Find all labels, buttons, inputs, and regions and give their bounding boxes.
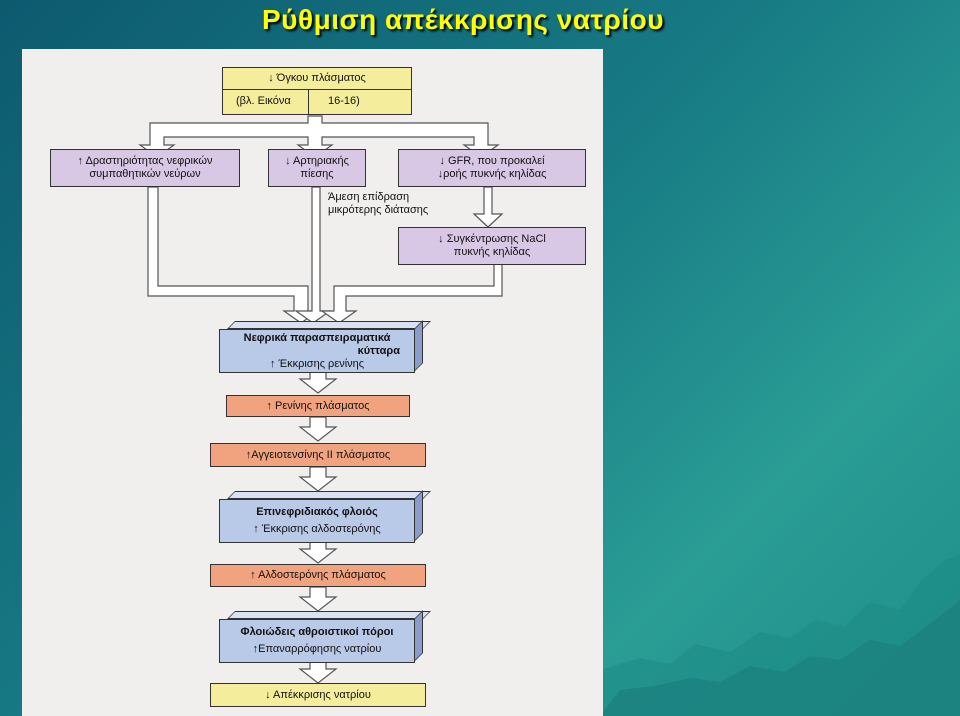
up-arrow-icon: ↑ xyxy=(269,357,276,370)
arterial-pressure-line1: Αρτηριακής xyxy=(293,155,349,167)
nacl-line1: Συγκέντρωσης NaCl xyxy=(446,233,546,245)
sodium-excretion-box: ↓ Απέκκρισης νατρίου xyxy=(210,683,426,707)
cortical-collecting-ducts-box: Φλοιώδεις αθροιστικοί πόροι ↑Επαναρρόφησ… xyxy=(219,619,415,663)
gfr-line2: ροής πυκνής κηλίδας xyxy=(443,168,547,180)
plasma-aldosterone-label: Αλδοστερόνης πλάσματος xyxy=(258,569,386,581)
nacl-concentration-box: ↓ Συγκέντρωσης NaCl πυκνής κηλίδας xyxy=(398,227,586,265)
juxtaglomerular-cells-box: Νεφρικά παρασπειραματικά κύτταρα ↑ Έκκρι… xyxy=(219,329,415,373)
up-arrow-icon: ↑ xyxy=(253,523,259,535)
gfr-line1: GFR, που προκαλεί xyxy=(448,155,545,167)
arterial-pressure-box: ↓ Αρτηριακής πίεσης xyxy=(268,149,366,187)
plasma-volume-label: Όγκου πλάσματος xyxy=(276,72,366,84)
juxtaglomerular-line1: Νεφρικά παρασπειραματικά xyxy=(243,331,391,344)
mountain-decoration xyxy=(600,554,960,716)
figure-ref-b: 16-16) xyxy=(328,95,360,107)
down-arrow-icon: ↓ xyxy=(438,233,444,245)
diagram-figure: .ar{fill:#ffffff;stroke:#555;stroke-widt… xyxy=(22,49,603,716)
sodium-excretion-label: Απέκκρισης νατρίου xyxy=(273,688,371,701)
direct-effect-line1: Άμεση επίδραση xyxy=(328,191,410,203)
collecting-ducts-line1: Φλοιώδεις αθροιστικοί πόροι xyxy=(240,626,394,638)
down-arrow-icon: ↓ xyxy=(268,72,274,84)
down-arrow-icon: ↓ xyxy=(439,155,445,167)
adrenal-cortex-line2: Έκκρισης αλδοστερόνης xyxy=(261,523,381,535)
angiotensin-ii-box: ↑Αγγειοτενσίνης II πλάσματος xyxy=(210,443,426,467)
slide-title: Ρύθμιση απέκκρισης νατρίου xyxy=(262,4,665,35)
down-arrow-icon: ↓ xyxy=(437,168,444,180)
sympathetic-line1: Δραστηριότητας νεφρικών xyxy=(85,155,213,167)
gfr-box: ↓ GFR, που προκαλεί ↓ροής πυκνής κηλίδας xyxy=(398,149,586,187)
plasma-volume-box: ↓ Όγκου πλάσματος xyxy=(222,67,412,115)
plasma-aldosterone-box: ↑ Αλδοστερόνης πλάσματος xyxy=(210,564,426,587)
arterial-pressure-line2: πίεσης xyxy=(300,168,334,180)
up-arrow-icon: ↑ xyxy=(252,643,259,655)
juxtaglomerular-line2: κύτταρα xyxy=(357,344,400,357)
figure-ref-a: (βλ. Εικόνα xyxy=(236,95,291,107)
direct-effect-note: Άμεση επίδραση μικρότερης διάτασης xyxy=(328,191,428,217)
down-arrow-icon: ↓ xyxy=(285,155,291,167)
plasma-renin-label: Ρενίνης πλάσματος xyxy=(275,399,370,412)
sympathetic-activity-box: ↑ Δραστηριότητας νεφρικών συμπαθητικών ν… xyxy=(50,149,240,187)
collecting-ducts-line2: Επαναρρόφησης νατρίου xyxy=(258,643,382,655)
direct-effect-line2: μικρότερης διάτασης xyxy=(328,204,429,216)
adrenal-cortex-box: Επινεφριδιακός φλοιός ↑ Έκκρισης αλδοστε… xyxy=(219,499,415,543)
plasma-renin-box: ↑ Ρενίνης πλάσματος xyxy=(226,395,410,417)
up-arrow-icon: ↑ xyxy=(77,155,84,167)
flow-arrows: .ar{fill:#ffffff;stroke:#555;stroke-widt… xyxy=(138,115,504,684)
up-arrow-icon: ↑ xyxy=(266,399,272,412)
up-arrow-icon: ↑ xyxy=(245,448,252,461)
nacl-line2: πυκνής κηλίδας xyxy=(453,246,531,258)
down-arrow-icon: ↓ xyxy=(265,688,271,701)
juxtaglomerular-line3: Έκκρισης ρενίνης xyxy=(278,357,365,370)
adrenal-cortex-line1: Επινεφριδιακός φλοιός xyxy=(256,506,378,518)
angiotensin-label: Αγγειοτενσίνης II πλάσματος xyxy=(251,448,391,461)
up-arrow-icon: ↑ xyxy=(250,569,256,581)
sympathetic-line2: συμπαθητικών νεύρων xyxy=(89,168,201,180)
